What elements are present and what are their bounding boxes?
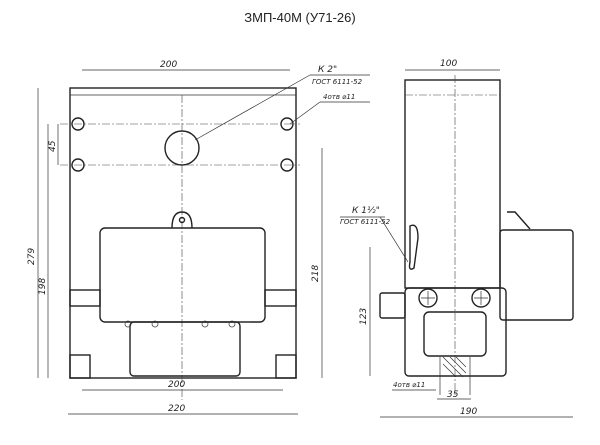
drawing-line xyxy=(507,211,531,230)
callout-thread-front: К 2" xyxy=(318,65,337,75)
dim-front-bottom-inner: 200 xyxy=(168,380,185,390)
drawing-line xyxy=(69,289,101,307)
gear-case-side xyxy=(404,287,507,377)
dim-height-218: 218 xyxy=(311,265,321,282)
drawing-line xyxy=(379,216,409,263)
thread-fitting-side xyxy=(408,224,419,270)
screw-icon xyxy=(471,288,491,308)
dim-height-198: 198 xyxy=(38,278,48,295)
drawing-line xyxy=(201,320,209,328)
callout-holes-side: 4отв ⌀11 xyxy=(393,381,425,389)
motor-housing xyxy=(99,227,266,323)
drawing-title: ЗМП-40М (У71-26) xyxy=(244,10,356,25)
screw-icon xyxy=(418,288,438,308)
callout-thread-std-front: ГОСТ 6111-52 xyxy=(312,78,363,86)
front-view: 200 200 220 279 198 45 218 К 2" ГОСТ 611… xyxy=(27,60,370,415)
drawing-line xyxy=(124,320,132,328)
dim-side-top-width: 100 xyxy=(440,59,457,69)
dim-width-190: 190 xyxy=(460,407,477,417)
threaded-nipple xyxy=(379,292,406,319)
callout-holes-front: 4отв ⌀11 xyxy=(323,93,355,101)
dim-front-top-width: 200 xyxy=(160,60,177,70)
lifting-lug xyxy=(171,211,193,229)
side-motor xyxy=(499,229,574,321)
drawing-line xyxy=(69,354,91,379)
dim-hole-spacing: 45 xyxy=(48,140,58,152)
dim-front-bottom-outer: 220 xyxy=(168,404,185,414)
drawing-line xyxy=(474,291,488,305)
side-plate xyxy=(404,79,501,289)
drawing-line xyxy=(194,74,311,141)
dim-height-279: 279 xyxy=(27,248,37,265)
callout-thread-side: К 1½" xyxy=(352,206,380,216)
gear-body xyxy=(129,321,241,377)
dim-height-123: 123 xyxy=(359,308,369,325)
drawing-line xyxy=(289,101,321,125)
side-view: 100 123 190 35 К 1½" ГОСТ 6111-52 4отв ⌀… xyxy=(340,59,574,418)
drawing-line xyxy=(228,320,236,328)
drawing-line xyxy=(178,216,186,224)
drawing-line xyxy=(421,291,435,305)
mounting-plate xyxy=(69,87,297,379)
drawing-line xyxy=(275,354,297,379)
drawing-line xyxy=(264,289,297,307)
drawing-line xyxy=(423,311,487,357)
drawing-line xyxy=(151,320,159,328)
drawing-line xyxy=(442,356,467,378)
callout-thread-std-side: ГОСТ 6111-52 xyxy=(340,218,391,226)
dim-35: 35 xyxy=(447,390,459,400)
